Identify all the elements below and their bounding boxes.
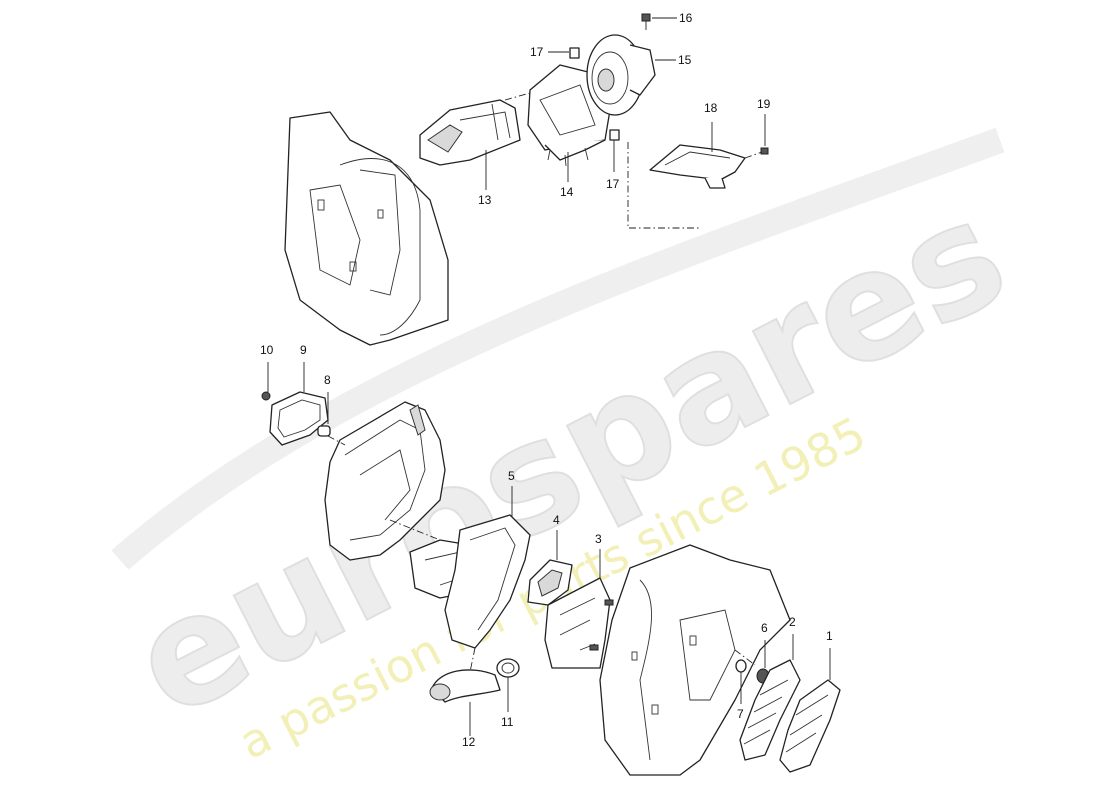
- part-9-seal-frame: [269, 391, 329, 446]
- callout-3: 3: [595, 532, 602, 546]
- callout-2: 2: [789, 615, 796, 629]
- callout-9: 9: [300, 343, 307, 357]
- callout-18: 18: [704, 101, 718, 115]
- callout-5: 5: [508, 469, 515, 483]
- part-7-o-ring: [735, 659, 747, 673]
- callout-10: 10: [260, 343, 274, 357]
- callout-15: 15: [678, 53, 692, 67]
- callout-7: 7: [737, 707, 744, 721]
- inner-trim-panel: [324, 401, 446, 561]
- part-19-screw: [760, 147, 769, 155]
- callout-4: 4: [553, 513, 560, 527]
- callout-13: 13: [478, 193, 492, 207]
- callout-1: 1: [826, 629, 833, 643]
- callout-16: 16: [679, 11, 693, 25]
- part-5-vent-housing: [409, 514, 531, 649]
- part-18-bracket: [649, 144, 746, 189]
- callout-17-upper: 17: [530, 45, 544, 59]
- part-13-air-duct: [419, 99, 521, 166]
- callout-19: 19: [757, 97, 771, 111]
- upper-side-panel: [284, 111, 449, 346]
- lower-side-panel: [599, 544, 791, 776]
- part-4-vent-bezel: [527, 559, 573, 606]
- callout-8: 8: [324, 373, 331, 387]
- watermark: eurospares a passion for parts since 198…: [106, 127, 1032, 770]
- part-12-hose: [429, 669, 501, 703]
- watermark-swoosh: [111, 127, 1005, 570]
- callout-14: 14: [560, 185, 574, 199]
- callout-6: 6: [761, 621, 768, 635]
- part-10-screw: [261, 391, 271, 401]
- part-2-vent-grille: [739, 659, 801, 761]
- callout-12: 12: [462, 735, 476, 749]
- part-16-screw: [641, 13, 651, 30]
- part-15-blower-fan: [586, 34, 656, 116]
- part-8-grommet: [317, 425, 331, 437]
- callout-17-lower: 17: [606, 177, 620, 191]
- part-11-ring: [496, 658, 520, 678]
- part-17-clip-lower: [609, 129, 620, 141]
- part-17-clip-upper: [569, 47, 580, 59]
- part-3-gasket-plate: [544, 577, 614, 669]
- part-1-outer-vent-cover: [779, 679, 841, 773]
- callout-11: 11: [501, 715, 514, 729]
